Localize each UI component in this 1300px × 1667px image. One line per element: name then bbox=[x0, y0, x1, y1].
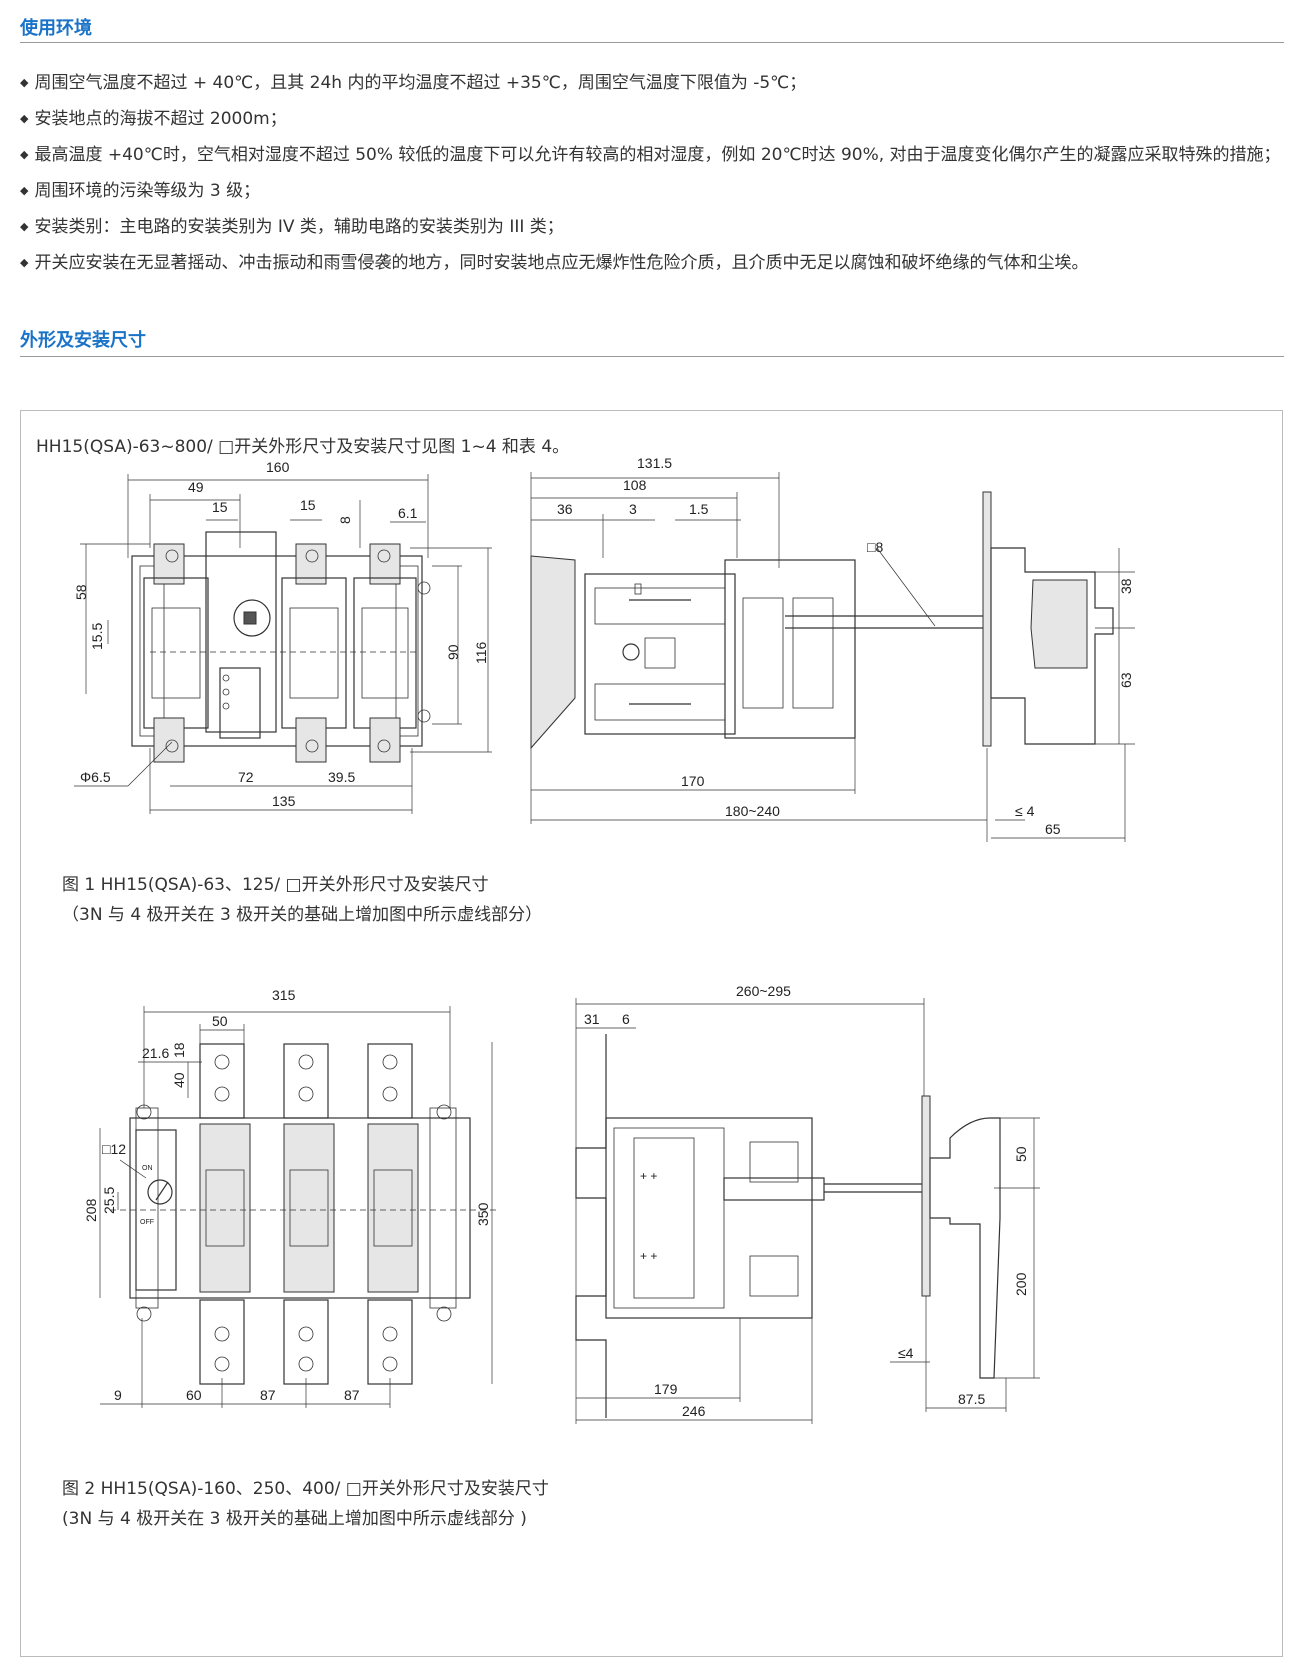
list-item: ◆ 安装类别：主电路的安装类别为 IV 类，辅助电路的安装类别为 III 类； bbox=[20, 210, 1290, 246]
dim-87a: 87 bbox=[260, 1387, 276, 1403]
section-divider bbox=[20, 42, 1284, 43]
dim-15a: 15 bbox=[212, 499, 228, 515]
dim-hole: Φ6.5 bbox=[80, 769, 111, 785]
dim-9: 9 bbox=[114, 1387, 122, 1403]
dim-58: 58 bbox=[73, 584, 89, 600]
dim-25-5: 25.5 bbox=[101, 1187, 117, 1214]
dim-50: 50 bbox=[212, 1013, 228, 1029]
figure2-side-view: 260~295 31 6 + + + + 50 200 ≤4 179 246 8… bbox=[575, 983, 1040, 1424]
caption-line: 图 2 HH15(QSA)-160、250、400/ □开关外形尺寸及安装尺寸 bbox=[62, 1479, 549, 1499]
dim-21-6: 21.6 bbox=[142, 1045, 169, 1061]
dim-350: 350 bbox=[475, 1202, 491, 1226]
dim-15-5: 15.5 bbox=[89, 623, 105, 650]
dim-50-side: 50 bbox=[1013, 1146, 1029, 1162]
dim-87b: 87 bbox=[344, 1387, 360, 1403]
dim-135: 135 bbox=[272, 793, 296, 809]
dim-39-5: 39.5 bbox=[328, 769, 355, 785]
list-item: ◆ 安装地点的海拔不超过 2000m； bbox=[20, 102, 1290, 138]
dim-6: 6 bbox=[622, 1011, 630, 1027]
list-item: ◆ 周围环境的污染等级为 3 级； bbox=[20, 174, 1290, 210]
list-item-text: 开关应安装在无显著摇动、冲击振动和雨雪侵袭的地方，同时安装地点应无爆炸性危险介质… bbox=[34, 253, 1089, 273]
dim-1-5: 1.5 bbox=[689, 501, 709, 517]
label-square-12: □12 bbox=[102, 1141, 126, 1157]
dim-60: 60 bbox=[186, 1387, 202, 1403]
list-item: ◆ 最高温度 +40℃时，空气相对湿度不超过 50% 较低的温度下可以允许有较高的… bbox=[20, 138, 1290, 174]
figure1-side-view: 131.5 108 36 3 1.5 □8 38 63 170 180~240 … bbox=[530, 455, 1135, 842]
drawing-frame bbox=[20, 410, 1283, 1657]
figure1-front-view: 160 49 15 15 8 6.1 58 15.5 90 116 bbox=[73, 459, 492, 814]
label-square-8: □8 bbox=[867, 539, 883, 555]
dim-170: 170 bbox=[681, 773, 705, 789]
label-on: ON bbox=[142, 1165, 153, 1172]
dim-131-5: 131.5 bbox=[637, 455, 672, 471]
dim-le4: ≤ 4 bbox=[1015, 803, 1035, 819]
caption-line: (3N 与 4 极开关在 3 极开关的基础上增加图中所示虚线部分 ) bbox=[62, 1509, 527, 1529]
dim-72: 72 bbox=[238, 769, 254, 785]
figure1-caption: 图 1 HH15(QSA)-63、125/ □开关外形尺寸及安装尺寸 （3N 与… bbox=[62, 870, 542, 930]
dim-15b: 15 bbox=[300, 497, 316, 513]
bullet-icon: ◆ bbox=[20, 220, 29, 233]
figure2-caption: 图 2 HH15(QSA)-160、250、400/ □开关外形尺寸及安装尺寸 … bbox=[62, 1474, 549, 1534]
caption-line: （3N 与 4 极开关在 3 极开关的基础上增加图中所示虚线部分） bbox=[62, 905, 543, 925]
section-divider bbox=[20, 356, 1284, 357]
bullet-icon: ◆ bbox=[20, 148, 29, 161]
dim-6-1: 6.1 bbox=[398, 505, 418, 521]
dim-40: 40 bbox=[171, 1072, 187, 1088]
dim-315: 315 bbox=[272, 987, 296, 1003]
dim-116: 116 bbox=[473, 641, 489, 664]
intro-text: HH15(QSA)-63~800/ □开关外形尺寸及安装尺寸见图 1~4 和表 … bbox=[36, 437, 570, 457]
dim-3: 3 bbox=[629, 501, 637, 517]
list-item: ◆ 周围空气温度不超过 + 40℃，且其 24h 内的平均温度不超过 +35℃，周… bbox=[20, 66, 1290, 102]
list-item-text: 安装地点的海拔不超过 2000m； bbox=[34, 109, 287, 129]
dim-179: 179 bbox=[654, 1381, 678, 1397]
environment-list: ◆ 周围空气温度不超过 + 40℃，且其 24h 内的平均温度不超过 +35℃，周… bbox=[20, 66, 1290, 282]
dim-87-5: 87.5 bbox=[958, 1391, 985, 1407]
dim-108: 108 bbox=[623, 477, 647, 493]
dim-31: 31 bbox=[584, 1011, 600, 1027]
dim-180-240: 180~240 bbox=[725, 803, 780, 819]
list-item-text: 安装类别：主电路的安装类别为 IV 类，辅助电路的安装类别为 III 类； bbox=[34, 217, 564, 237]
bullet-icon: ◆ bbox=[20, 184, 29, 197]
section-title-environment: 使用环境 bbox=[20, 18, 92, 39]
dim-160: 160 bbox=[266, 459, 290, 475]
dim-38: 38 bbox=[1118, 578, 1134, 594]
dim-260-295: 260~295 bbox=[736, 983, 791, 999]
list-item: ◆ 开关应安装在无显著摇动、冲击振动和雨雪侵袭的地方，同时安装地点应无爆炸性危险介… bbox=[20, 246, 1290, 282]
label-off: OFF bbox=[140, 1219, 154, 1226]
caption-line: 图 1 HH15(QSA)-63、125/ □开关外形尺寸及安装尺寸 bbox=[62, 875, 489, 895]
bullet-icon: ◆ bbox=[20, 256, 29, 269]
dim-246: 246 bbox=[682, 1403, 706, 1419]
bullet-icon: ◆ bbox=[20, 76, 29, 89]
dim-208: 208 bbox=[83, 1198, 99, 1222]
bullet-icon: ◆ bbox=[20, 112, 29, 125]
dim-le4-side: ≤4 bbox=[898, 1345, 914, 1361]
dim-36: 36 bbox=[557, 501, 573, 517]
dim-18: 18 bbox=[171, 1042, 187, 1058]
list-item-text: 周围空气温度不超过 + 40℃，且其 24h 内的平均温度不超过 +35℃，周围… bbox=[34, 73, 807, 93]
dim-200: 200 bbox=[1013, 1272, 1029, 1296]
dim-8: 8 bbox=[337, 516, 353, 524]
cross-mark-icon: + + bbox=[640, 1249, 657, 1263]
dim-65: 65 bbox=[1045, 821, 1061, 837]
dim-90: 90 bbox=[445, 644, 461, 660]
figure2-front-view: 315 50 21.6 18 40 ON OFF □12 208 25.5 35… bbox=[83, 987, 500, 1408]
dim-49: 49 bbox=[188, 479, 204, 495]
list-item-text: 周围环境的污染等级为 3 级； bbox=[34, 181, 261, 201]
section-title-dimensions: 外形及安装尺寸 bbox=[20, 330, 146, 351]
dim-63: 63 bbox=[1118, 672, 1134, 688]
list-item-text: 最高温度 +40℃时，空气相对湿度不超过 50% 较低的温度下可以允许有较高的相… bbox=[34, 145, 1281, 165]
cross-mark-icon: + + bbox=[640, 1169, 657, 1183]
